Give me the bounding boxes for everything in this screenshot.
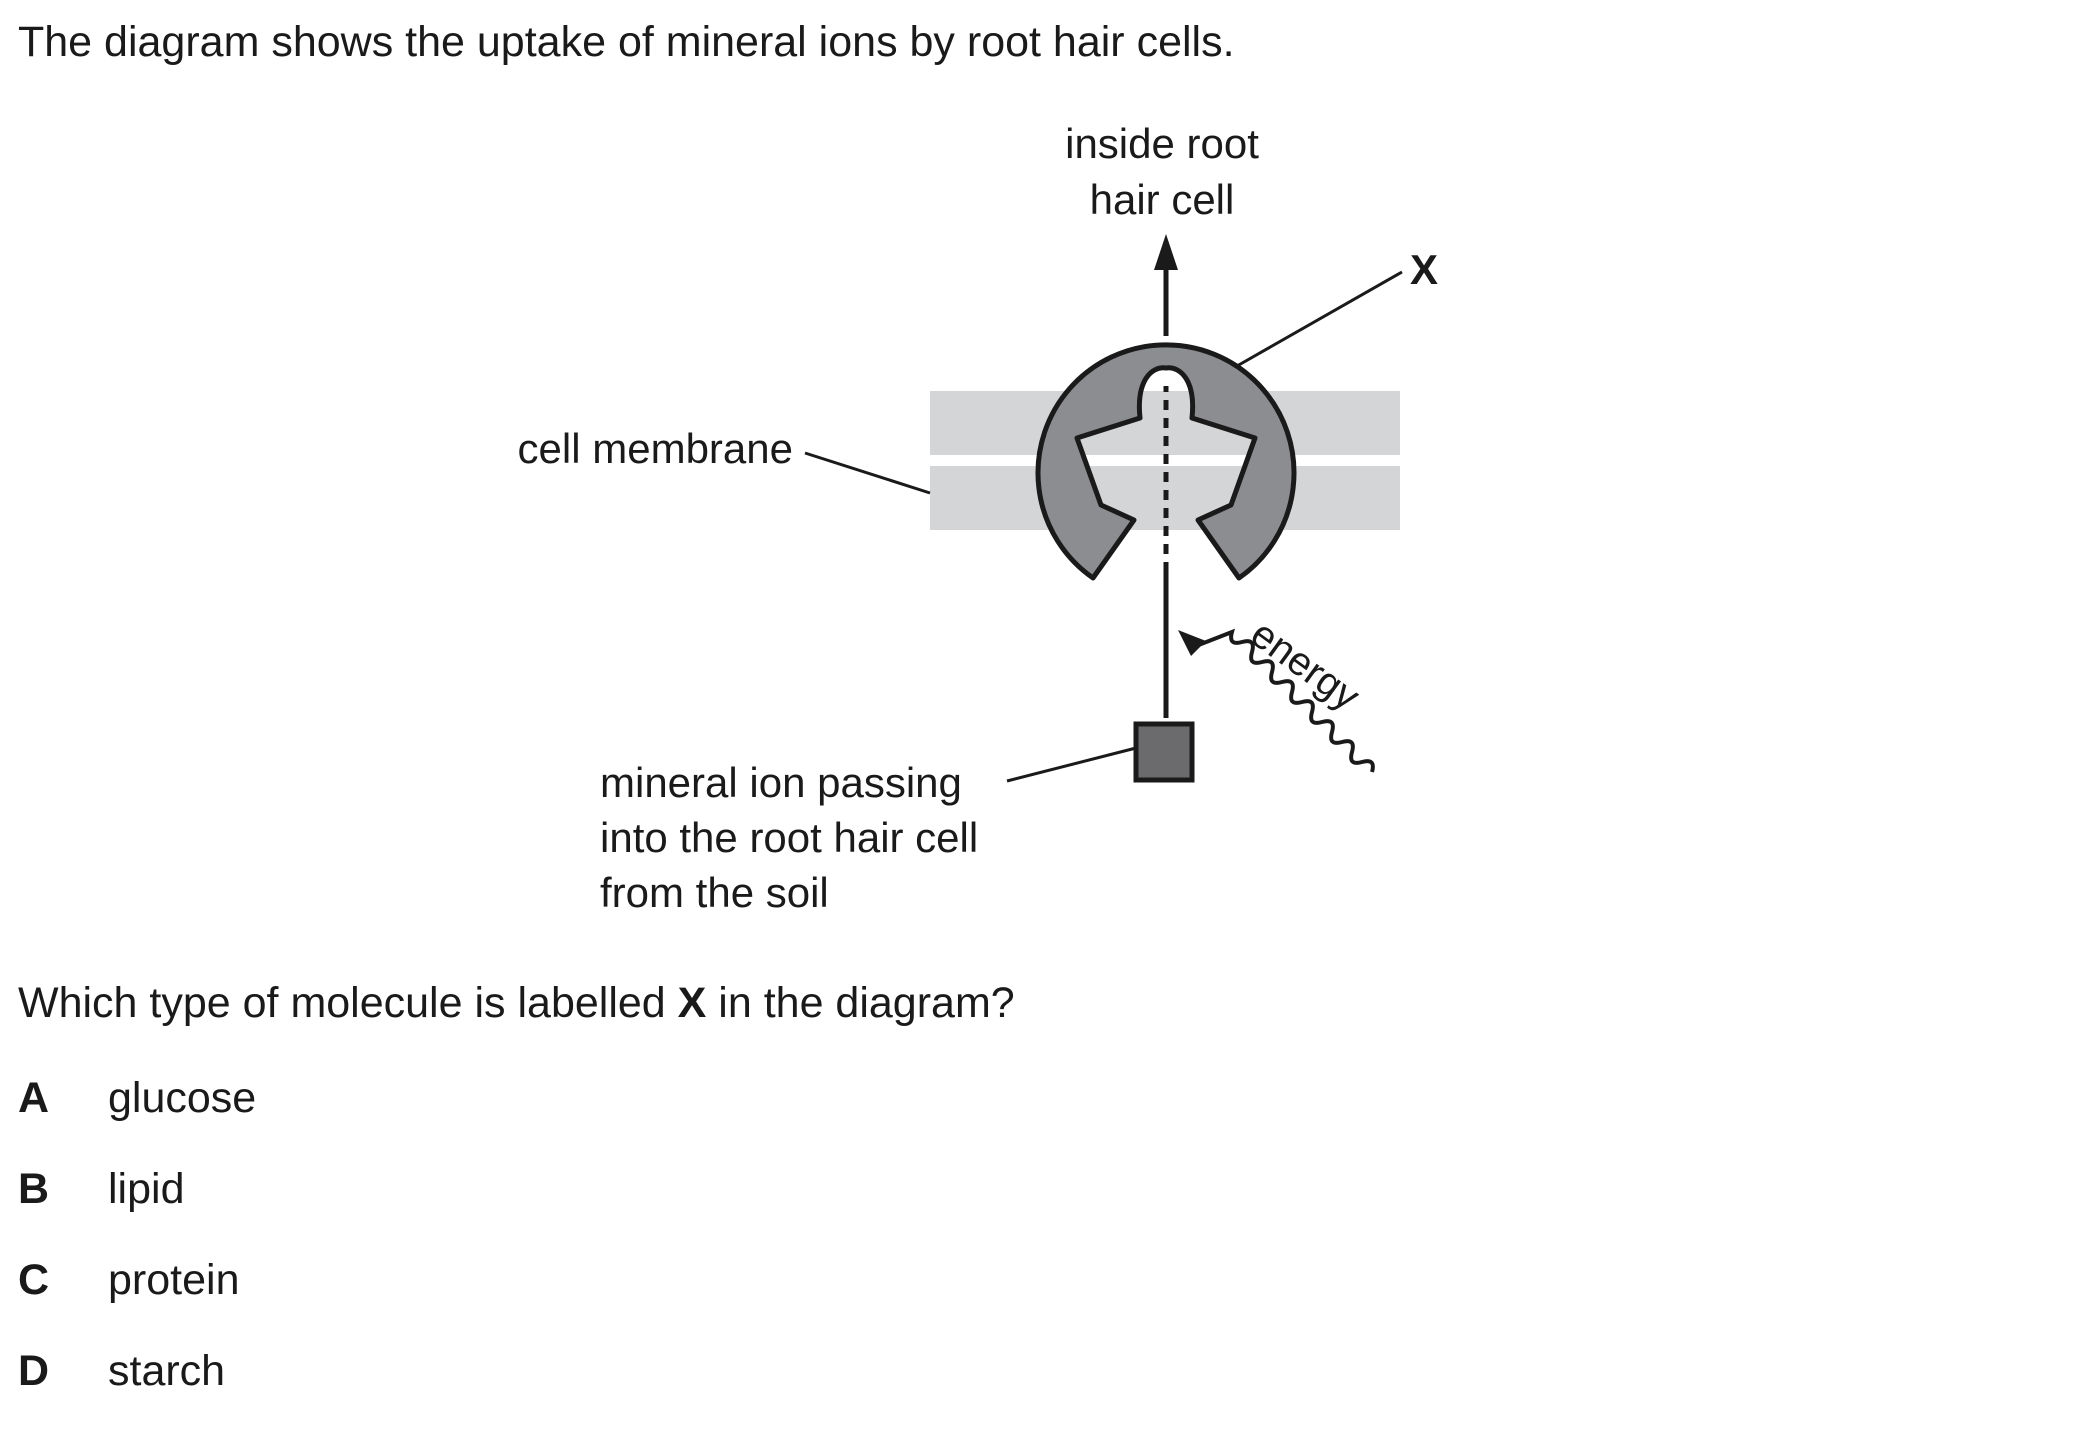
ion-pathway-arrow — [1154, 234, 1178, 718]
option-text: lipid — [108, 1165, 185, 1213]
label-x: X — [1410, 246, 1438, 293]
label-ion-line2: into the root hair cell — [600, 814, 978, 861]
label-inside-line1: inside root — [1065, 120, 1259, 167]
ion-uptake-diagram: inside root hair cell X cell membrane en… — [518, 120, 1438, 916]
label-ion-line1: mineral ion passing — [600, 759, 962, 806]
option-letter: A — [18, 1074, 50, 1122]
option-a[interactable]: A glucose — [18, 1072, 256, 1163]
energy-arrowhead — [1178, 630, 1206, 656]
question-stem-start: Which type of molecule is labelled — [18, 979, 678, 1027]
question-stem: Which type of molecule is labelled X in … — [18, 977, 1015, 1029]
option-b[interactable]: B lipid — [18, 1163, 256, 1254]
label-line-ion — [1006, 746, 1137, 783]
option-d[interactable]: D starch — [18, 1345, 256, 1436]
option-letter: B — [18, 1165, 50, 1213]
option-letter: C — [18, 1256, 50, 1304]
option-text: protein — [108, 1256, 240, 1304]
label-line-membrane — [804, 451, 931, 495]
question-stem-end: in the diagram? — [706, 979, 1015, 1027]
question-intro: The diagram shows the uptake of mineral … — [18, 18, 1235, 66]
energy-wavy-line — [1195, 628, 1375, 773]
option-c[interactable]: C protein — [18, 1254, 256, 1345]
label-cell-membrane: cell membrane — [518, 425, 793, 472]
question-stem-x: X — [677, 979, 707, 1027]
label-ion-line3: from the soil — [600, 869, 829, 916]
label-inside-line2: hair cell — [1090, 176, 1235, 223]
answer-options: A glucose B lipid C protein D starch — [18, 1072, 256, 1436]
ion-path-arrowhead — [1154, 234, 1178, 270]
option-text: glucose — [108, 1074, 257, 1122]
energy-arrow — [1178, 628, 1375, 773]
option-letter: D — [18, 1347, 50, 1395]
mineral-ion — [1133, 721, 1195, 783]
label-line-x — [1236, 270, 1403, 368]
option-text: starch — [108, 1347, 226, 1395]
carrier-protein — [1035, 342, 1297, 581]
